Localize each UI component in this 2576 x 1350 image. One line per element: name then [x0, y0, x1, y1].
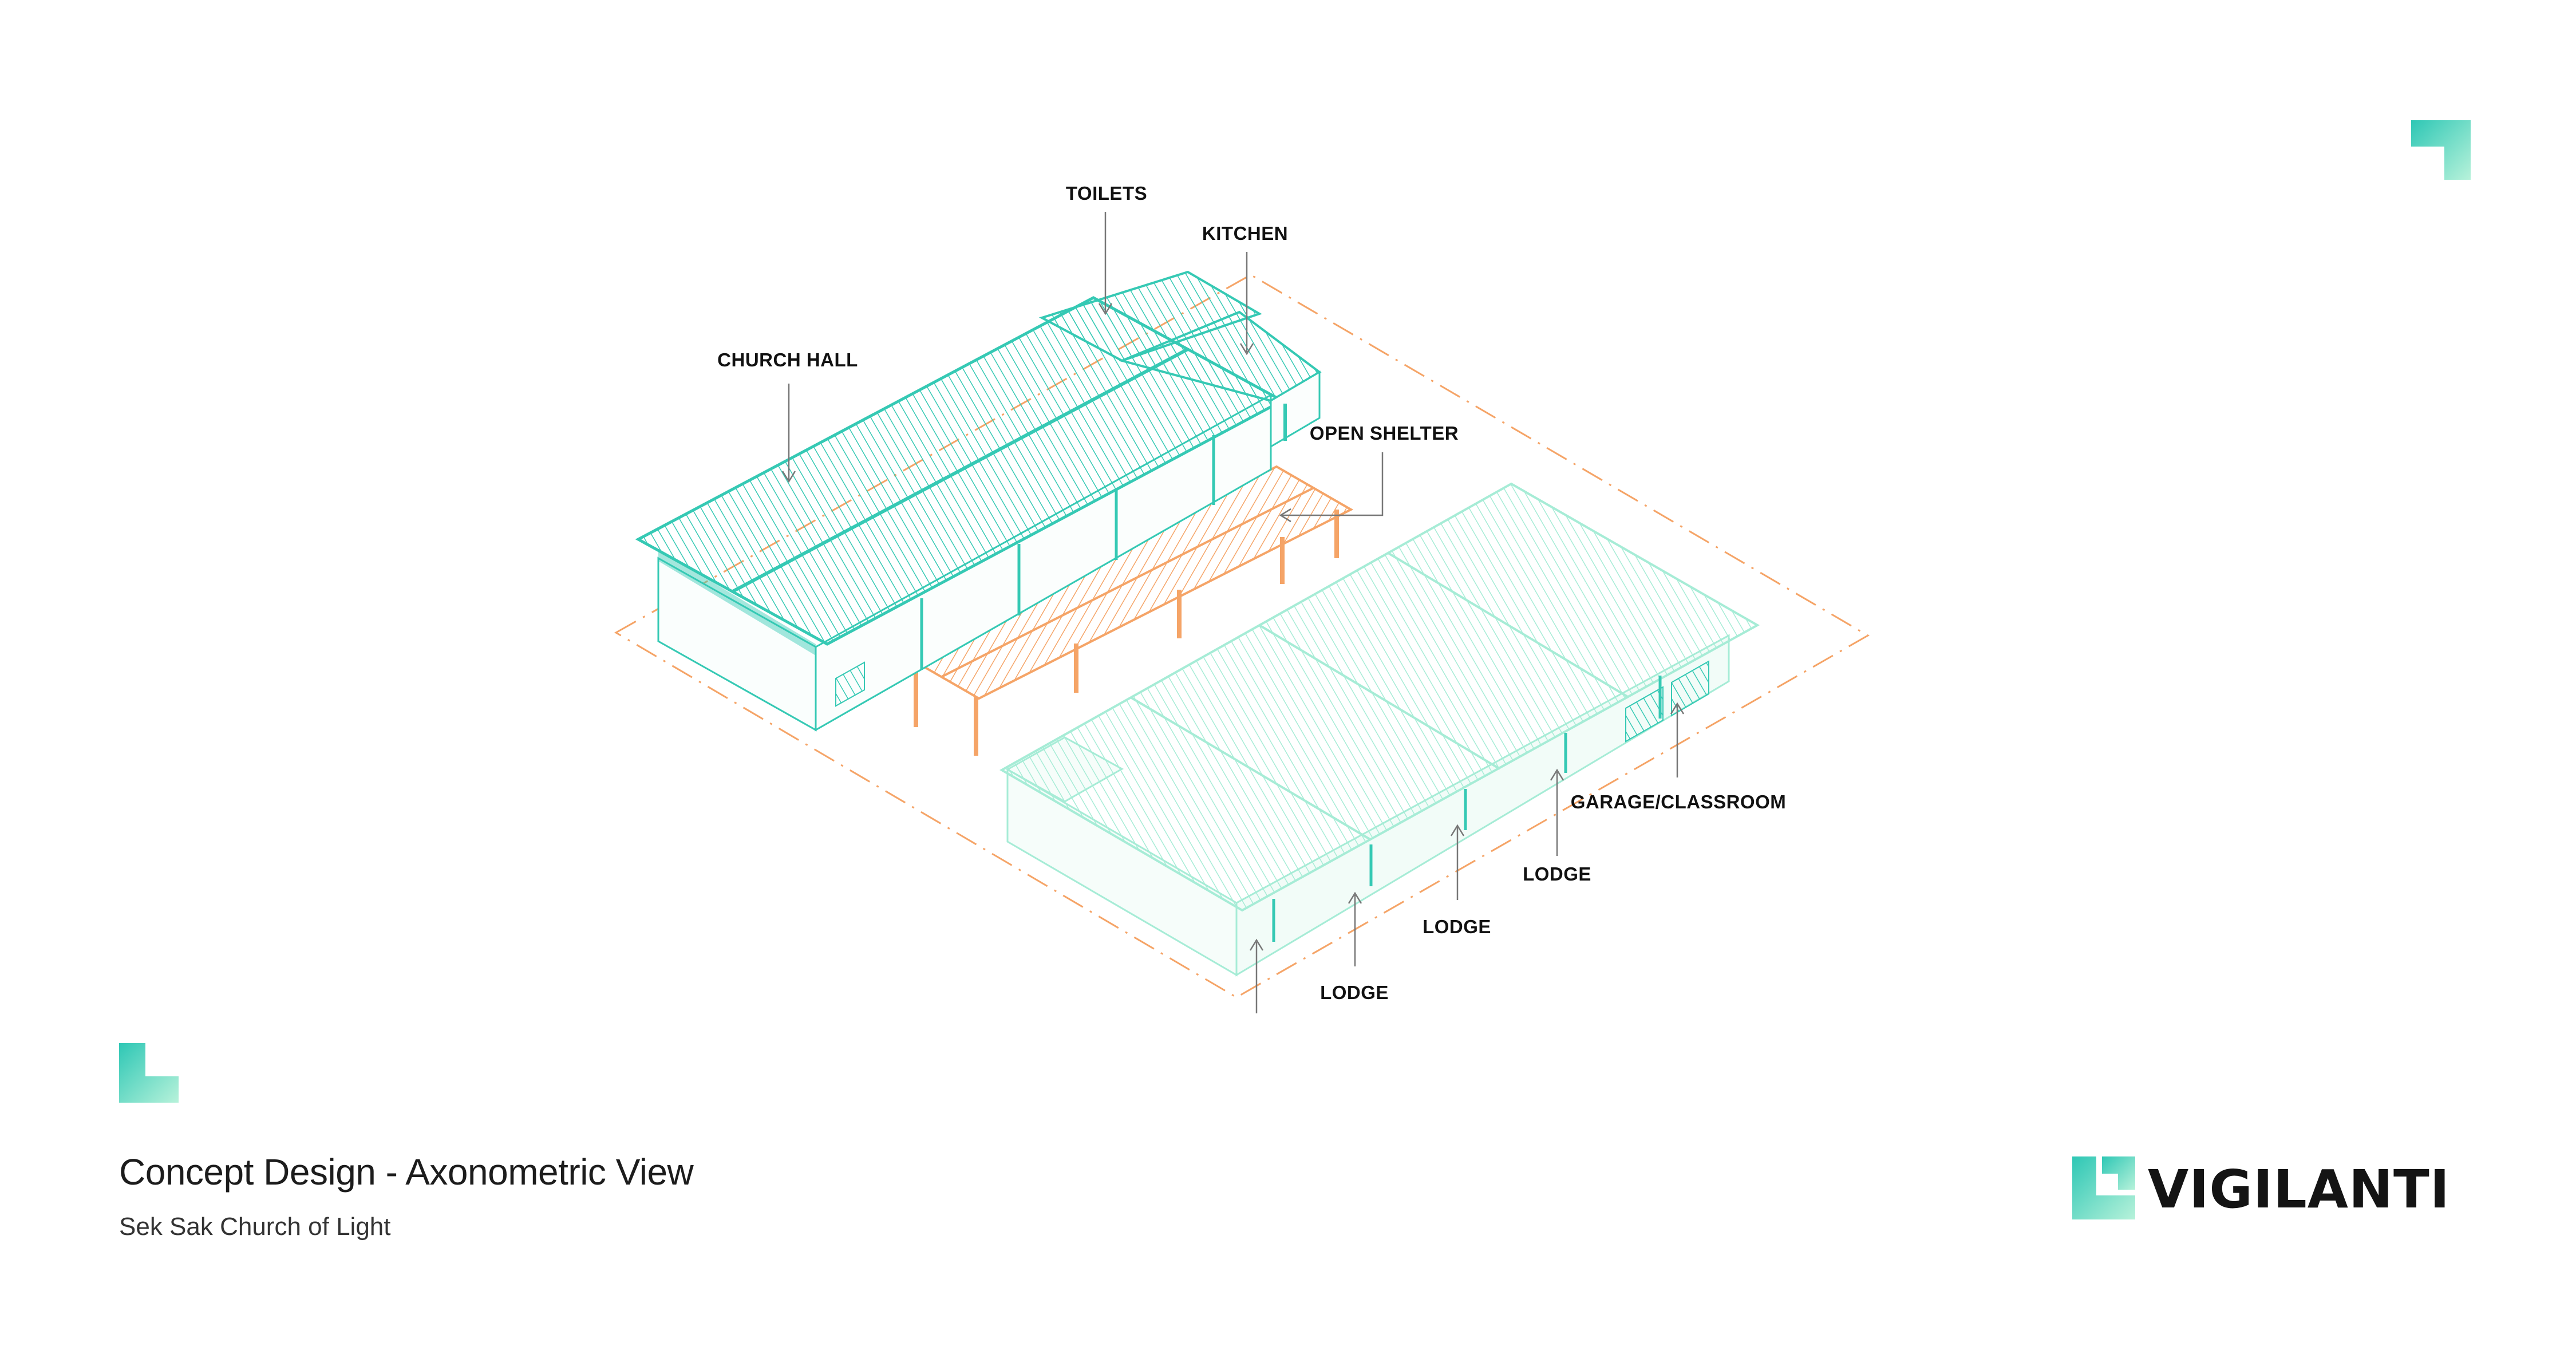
- label-lodge: LODGE: [1523, 863, 1591, 885]
- open-shelter: [902, 465, 1354, 756]
- label-open-shelter: OPEN SHELTER: [1310, 423, 1459, 444]
- label-lodge: LODGE: [1423, 916, 1491, 937]
- brand-logo: VIGILANTI: [2072, 1156, 2484, 1223]
- leader-lines: [781, 212, 1685, 1013]
- corner-mark-bottom-left: [119, 1043, 179, 1103]
- label-kitchen: KITCHEN: [1202, 223, 1288, 244]
- label-garage-classroom: GARAGE/CLASSROOM: [1571, 791, 1787, 812]
- page-subtitle: Sek Sak Church of Light: [119, 1213, 391, 1241]
- page-title: Concept Design - Axonometric View: [119, 1151, 694, 1193]
- corner-mark-top-right: [2411, 120, 2471, 180]
- brand-mark-icon: [2072, 1156, 2135, 1219]
- lodge-block: [999, 482, 1760, 977]
- brand-name: VIGILANTI: [2148, 1159, 2450, 1220]
- label-lodge: LODGE: [1320, 982, 1389, 1003]
- kitchen: [1118, 310, 1322, 448]
- label-church-hall: CHURCH HALL: [717, 349, 858, 370]
- label-toilets: TOILETS: [1066, 183, 1147, 204]
- toilets: [1038, 270, 1262, 362]
